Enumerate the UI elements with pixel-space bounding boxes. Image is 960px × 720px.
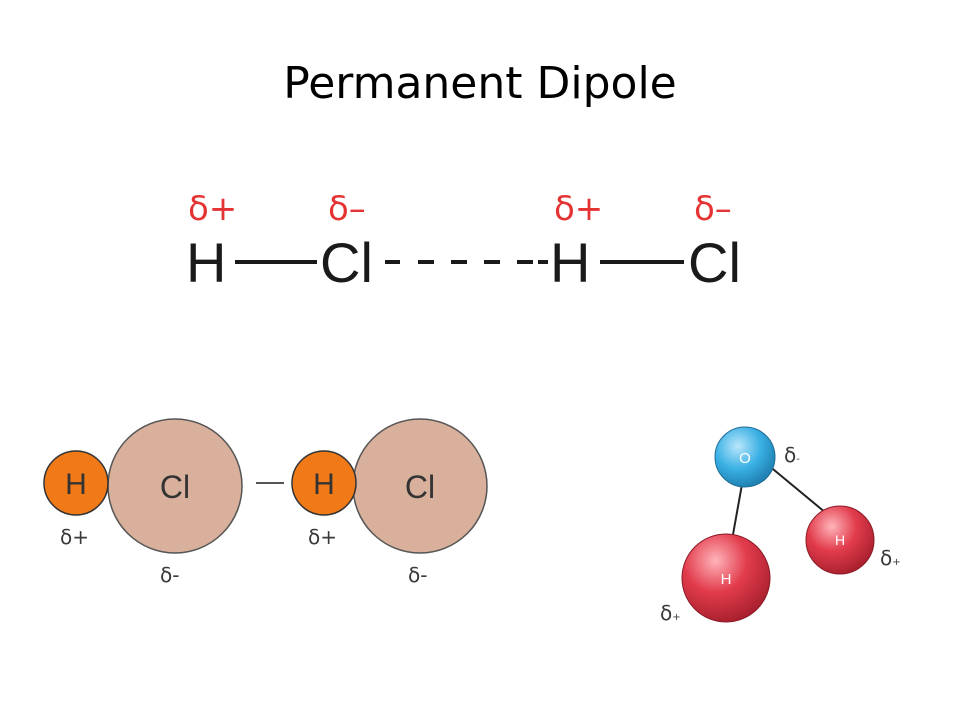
water-molecule: O H H δ- δ+ δ+ [660, 426, 901, 625]
formula-charge-1: δ+ [188, 189, 237, 229]
hydrogen-sphere-2 [291, 450, 357, 516]
formula-atom-h-1: H [186, 231, 226, 294]
hcl-sphere-pair: H Cl δ+ δ- H Cl δ+ δ- [43, 418, 488, 587]
hydrogen-label-right: H [835, 532, 845, 548]
oxygen-sphere [714, 426, 776, 488]
h-charge-2: δ+ [308, 525, 337, 549]
hydrogen-sphere-1 [43, 450, 109, 516]
hydrogen-sphere-left [681, 533, 771, 623]
h-charge-1: δ+ [60, 525, 89, 549]
formula-atom-h-2: H [550, 231, 590, 294]
chlorine-label-2: Cl [405, 469, 435, 505]
hydrogen-sphere-right [805, 505, 875, 575]
hydrogen-label-left: H [721, 571, 732, 588]
hydrogen-charge-left: δ+ [660, 601, 681, 625]
formula-charge-3: δ+ [554, 189, 603, 229]
cl-charge-2: δ- [408, 563, 427, 587]
hydrogen-label-1: H [65, 468, 87, 501]
formula-charge-2: δ– [328, 189, 366, 229]
structural-formula: δ+ δ– δ+ δ– H Cl H Cl [186, 189, 741, 294]
hydrogen-label-2: H [313, 468, 335, 501]
chlorine-label-1: Cl [160, 469, 190, 505]
formula-atom-cl-1: Cl [320, 231, 373, 294]
oxygen-charge: δ- [784, 443, 800, 467]
hydrogen-charge-right: δ+ [880, 546, 901, 570]
cl-charge-1: δ- [160, 563, 179, 587]
slide-title: Permanent Dipole [283, 58, 677, 109]
formula-atom-cl-2: Cl [688, 231, 741, 294]
oxygen-label: O [739, 450, 751, 467]
formula-charge-4: δ– [694, 189, 732, 229]
